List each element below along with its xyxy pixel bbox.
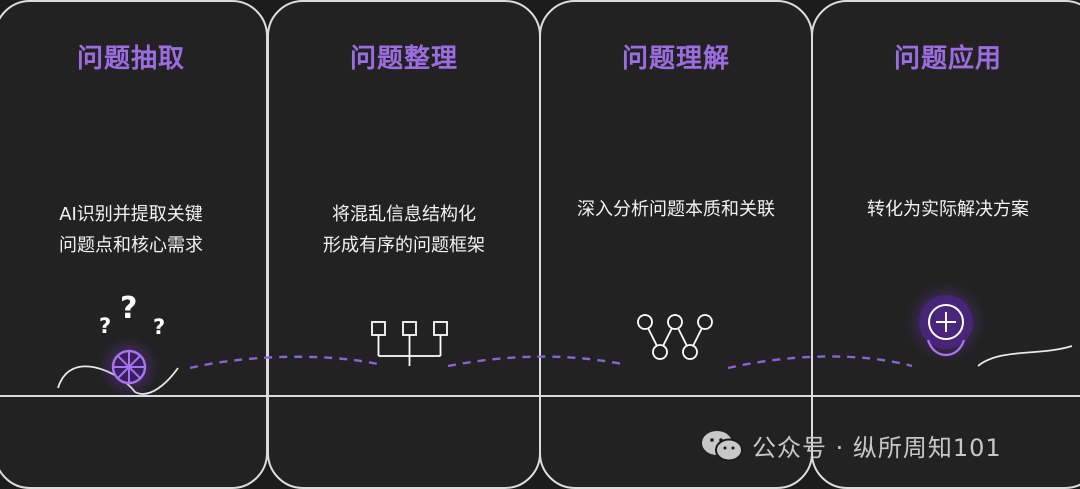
card-description: 将混乱信息结构化 形成有序的问题框架: [323, 204, 485, 256]
card-description: 转化为实际解决方案: [867, 199, 1029, 220]
card-description: 深入分析问题本质和关联: [577, 199, 775, 220]
card-title: 问题整理: [349, 44, 458, 74]
wechat-icon: [702, 430, 743, 461]
card-title: 问题理解: [621, 44, 730, 74]
card-title: 问题抽取: [76, 44, 185, 74]
card-extract: 问题抽取 AI识别并提取关键 问题点和核心需求: [0, 0, 268, 489]
card-organize: 问题整理 将混乱信息结构化 形成有序的问题框架: [267, 0, 541, 489]
watermark: 公众号 · 纵所周知101: [700, 428, 1002, 463]
card-description: AI识别并提取关键 问题点和核心需求: [59, 204, 203, 256]
watermark-text: 公众号 · 纵所周知101: [752, 434, 1002, 462]
card-title: 问题应用: [893, 44, 1002, 74]
card-understand: 问题理解 深入分析问题本质和关联: [539, 0, 813, 489]
card-apply: 问题应用 转化为实际解决方案: [811, 0, 1080, 489]
